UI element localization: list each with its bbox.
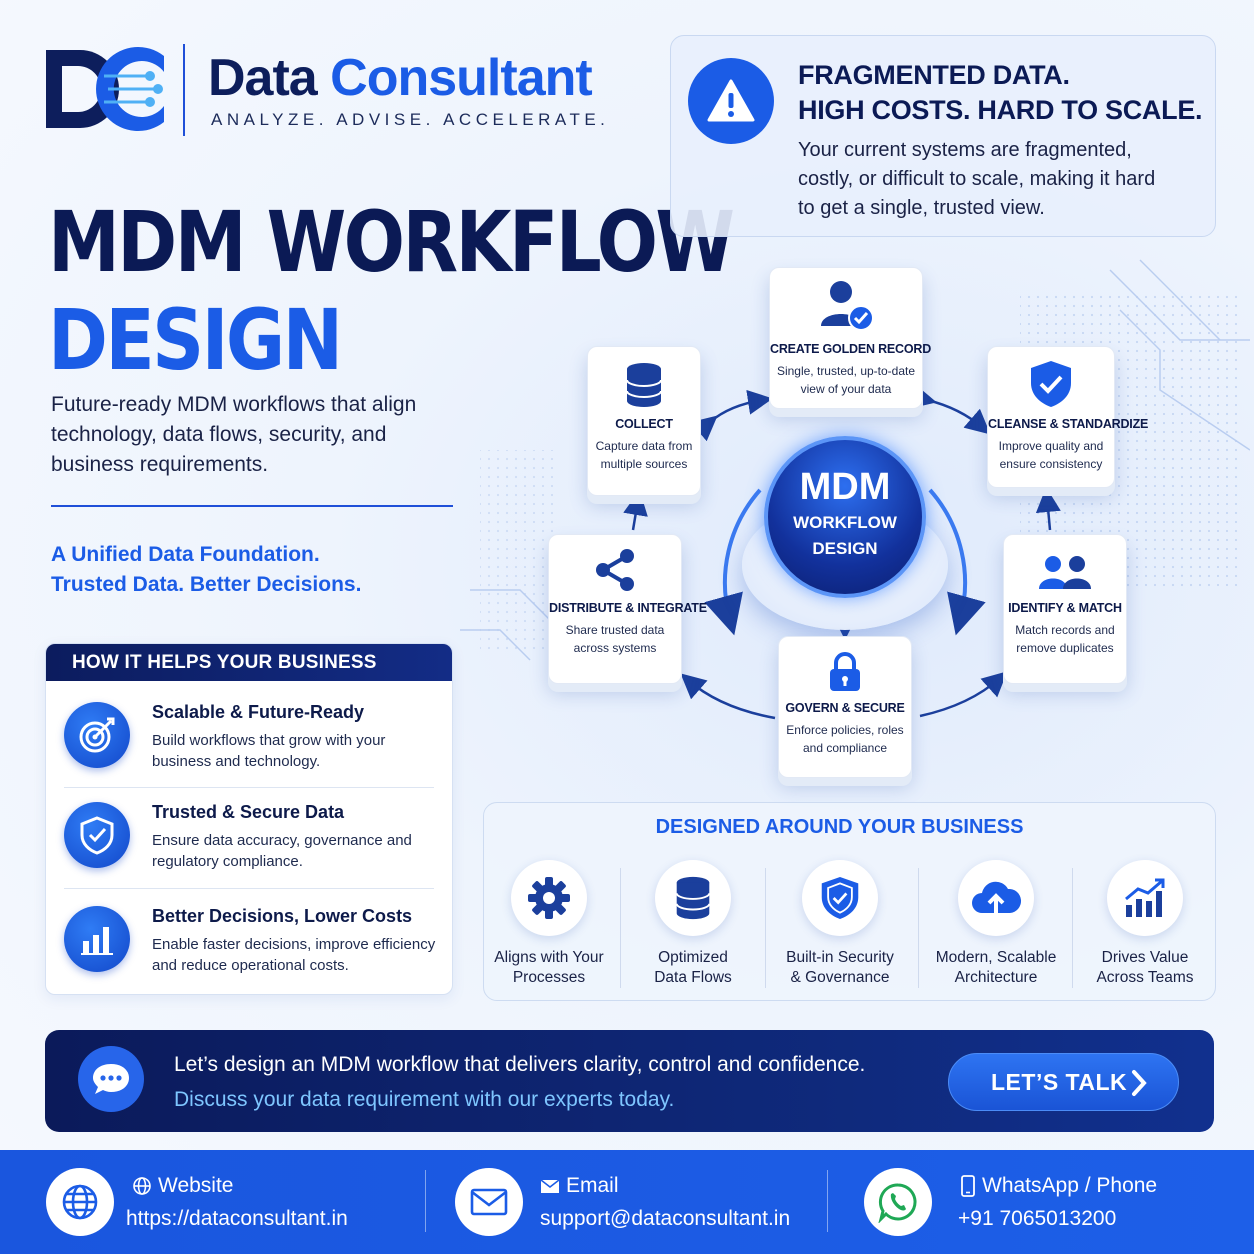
help-title: Better Decisions, Lower Costs [152, 906, 413, 926]
step-desc: Match records and remove duplicates [1015, 623, 1115, 655]
email-label: Email [540, 1174, 619, 1198]
logo-divider [183, 44, 185, 136]
lock-icon [779, 637, 911, 693]
page-title-line1: MDM WORKFLOW [48, 193, 735, 291]
tagline-line1: A Unified Data Foundation. [51, 543, 320, 566]
shield-check-icon [802, 860, 878, 936]
step-desc: Share trusted data across systems [565, 623, 665, 655]
step-create-golden-record: CREATE GOLDEN RECORD Single, trusted, up… [769, 267, 932, 409]
brand-name: Data Consultant [208, 49, 593, 107]
brand-logo-icon [46, 47, 164, 131]
lets-talk-button[interactable]: LET’S TALK [948, 1053, 1179, 1111]
website-label: Website [132, 1174, 233, 1198]
lets-talk-label: LET’S TALK [991, 1068, 1128, 1095]
mobile-phone-icon [961, 1175, 975, 1197]
step-desc: Enforce policies, roles and compliance [786, 723, 904, 755]
feature-security: Built-in Security& Governance [767, 860, 913, 988]
mail-icon [455, 1168, 523, 1236]
chat-bubble-icon [78, 1046, 144, 1112]
globe-small-icon [133, 1177, 151, 1195]
shield-check-icon [64, 802, 130, 868]
gear-icon [511, 860, 587, 936]
brand-tagline: ANALYZE. ADVISE. ACCELERATE. [211, 110, 610, 129]
problem-box [670, 35, 1216, 237]
feature-separator [918, 868, 919, 988]
workflow-hub: MDM WORKFLOW DESIGN [764, 436, 926, 598]
footer-separator [827, 1170, 828, 1232]
step-title: CREATE GOLDEN RECORD [770, 342, 932, 356]
warning-icon [688, 58, 774, 144]
step-collect: COLLECT Capture data from multiple sourc… [587, 346, 701, 496]
globe-icon [46, 1168, 114, 1236]
users-icon [1004, 535, 1126, 593]
step-identify-match: IDENTIFY & MATCH Match records and remov… [1003, 534, 1127, 684]
step-distribute-integrate: DISTRIBUTE & INTEGRATE Share trusted dat… [548, 534, 707, 684]
designed-heading: DESIGNED AROUND YOUR BUSINESS [655, 816, 1024, 838]
mail-small-icon [540, 1178, 560, 1193]
database-icon [655, 860, 731, 936]
value-tagline: A Unified Data Foundation. Trusted Data.… [51, 540, 361, 600]
intro-text: Future-ready MDM workflows that align te… [51, 393, 417, 476]
footer-separator [425, 1170, 426, 1232]
step-title: DISTRIBUTE & INTEGRATE [549, 601, 707, 615]
database-icon [588, 347, 700, 409]
cta-subline: Discuss your data requirement with our e… [174, 1088, 675, 1111]
hub-label-sub2: DESIGN [812, 539, 878, 558]
help-desc: Build workflows that grow with your busi… [152, 732, 386, 770]
shield-check-icon [988, 347, 1114, 409]
feature-label: Built-in Security& Governance [786, 949, 894, 986]
step-title: COLLECT [615, 417, 673, 431]
tagline-line2: Trusted Data. Better Decisions. [51, 573, 362, 596]
step-title: CLEANSE & STANDARDIZE [988, 417, 1149, 431]
user-check-icon [770, 268, 922, 334]
bar-chart-icon [64, 906, 130, 972]
target-icon [64, 702, 130, 768]
problem-heading-line2: HIGH COSTS. HARD TO SCALE. [798, 95, 1203, 125]
step-title: IDENTIFY & MATCH [1008, 601, 1122, 615]
help-desc: Ensure data accuracy, governance and reg… [152, 832, 412, 870]
phone-number[interactable]: +91 7065013200 [958, 1207, 1117, 1230]
step-desc: Capture data from multiple sources [595, 439, 693, 471]
whatsapp-icon [864, 1168, 932, 1236]
how-it-helps-panel: HOW IT HELPS YOUR BUSINESS Scalable & Fu… [45, 643, 453, 995]
help-title: Scalable & Future-Ready [152, 702, 365, 722]
footer-bar [0, 1150, 1254, 1254]
help-title: Trusted & Secure Data [152, 802, 345, 822]
chevron-right-icon [1132, 1070, 1147, 1096]
share-icon [549, 535, 681, 593]
cta-headline: Let’s design an MDM workflow that delive… [174, 1053, 866, 1076]
phone-label: WhatsApp / Phone [960, 1174, 1157, 1198]
problem-heading-line1: FRAGMENTED DATA. [798, 60, 1070, 90]
help-separator [64, 787, 434, 788]
step-desc: Improve quality and ensure consistency [998, 439, 1104, 471]
divider-rule [51, 505, 453, 507]
email-link[interactable]: support@dataconsultant.in [540, 1207, 791, 1230]
growth-chart-icon [1107, 860, 1183, 936]
step-cleanse-standardize: CLEANSE & STANDARDIZE Improve quality an… [987, 346, 1149, 488]
cloud-upload-icon [958, 860, 1034, 936]
helps-heading: HOW IT HELPS YOUR BUSINESS [46, 644, 452, 681]
feature-separator [1072, 868, 1073, 988]
feature-separator [620, 868, 621, 988]
hub-label-sub1: WORKFLOW [793, 513, 897, 532]
problem-text: Your current systems are fragmented, cos… [798, 139, 1156, 219]
step-govern-secure: GOVERN & SECURE Enforce policies, roles … [778, 636, 912, 778]
step-desc: Single, trusted, up-to-date view of your… [776, 364, 916, 396]
step-title: GOVERN & SECURE [785, 701, 905, 715]
page-title-line2: DESIGN [48, 291, 343, 389]
help-desc: Enable faster decisions, improve efficie… [152, 936, 436, 974]
hub-label-main: MDM [799, 466, 891, 508]
feature-separator [765, 868, 766, 988]
problem-heading: FRAGMENTED DATA. HIGH COSTS. HARD TO SCA… [798, 58, 1203, 128]
website-link[interactable]: https://dataconsultant.in [126, 1207, 348, 1230]
help-separator [64, 888, 434, 889]
